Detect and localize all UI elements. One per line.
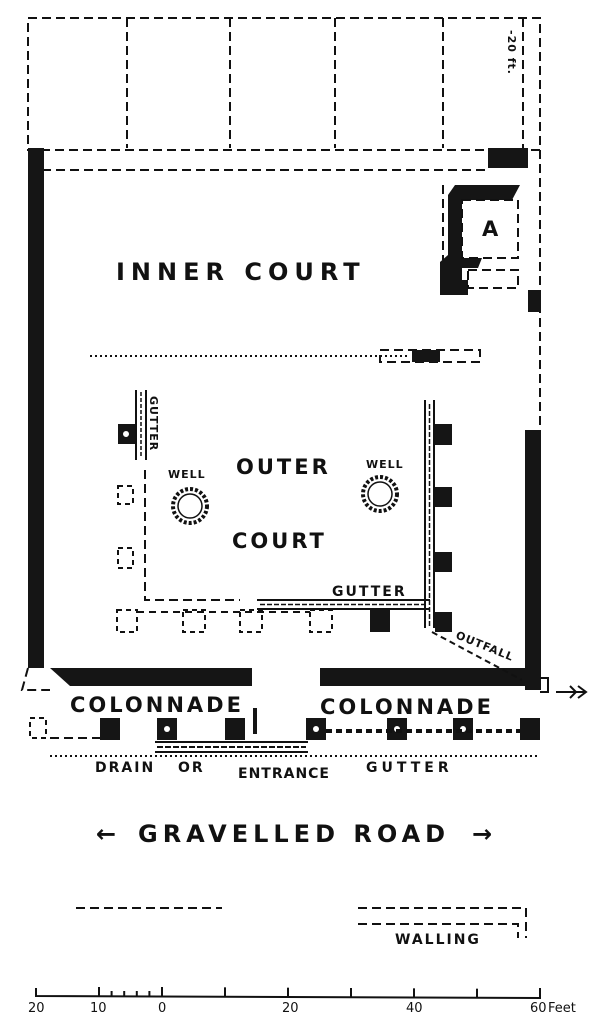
outer-court: GUTTER GUTTER OUTFALL WELL WELL OUTER bbox=[116, 390, 523, 681]
road-arrow-right: → bbox=[472, 820, 498, 848]
well-left-label: WELL bbox=[168, 468, 206, 481]
outfall-label: OUTFALL bbox=[454, 629, 516, 664]
gutter-road-label: GUTTER bbox=[366, 760, 453, 776]
scale-tick: 20 bbox=[282, 1001, 299, 1016]
scale-tick: 40 bbox=[406, 1001, 423, 1016]
scale-unit: Feet bbox=[548, 1001, 576, 1016]
scale-tick: 60 bbox=[530, 1001, 547, 1016]
walls bbox=[20, 148, 588, 699]
scale-tick: 0 bbox=[158, 1001, 166, 1016]
dimension-label: -20 ft. bbox=[505, 30, 518, 75]
road-arrow-left: ← bbox=[96, 820, 122, 848]
or-label: OR bbox=[178, 760, 205, 776]
walling-label: WALLING bbox=[395, 932, 481, 948]
outer-court-label-2: COURT bbox=[232, 529, 327, 553]
scale-bar: 20 10 0 20 40 60 Feet bbox=[28, 987, 576, 1016]
gutter-left-label: GUTTER bbox=[147, 396, 160, 451]
road-label: GRAVELLED ROAD bbox=[138, 820, 450, 848]
top-rooms: -20 ft. bbox=[27, 17, 541, 151]
well-right-label: WELL bbox=[366, 458, 404, 471]
colonnade-right-label: COLONNADE bbox=[320, 695, 494, 719]
gutter-bottom-label: GUTTER bbox=[332, 584, 407, 600]
entrance-label: ENTRANCE bbox=[238, 766, 330, 782]
outer-court-label: OUTER bbox=[236, 455, 331, 479]
room-a-label: A bbox=[482, 217, 501, 241]
colonnade-left-label: COLONNADE bbox=[70, 693, 244, 717]
colonnade: COLONNADE COLONNADE DRAIN OR ENTRANCE GU… bbox=[29, 693, 540, 782]
room-a: A bbox=[440, 185, 520, 295]
road: ← GRAVELLED ROAD → WALLING bbox=[76, 820, 527, 948]
inner-court-label: INNER COURT bbox=[116, 258, 366, 286]
scale-tick: 10 bbox=[90, 1001, 107, 1016]
drain-label: DRAIN bbox=[95, 760, 155, 776]
scale-tick: 20 bbox=[28, 1001, 45, 1016]
